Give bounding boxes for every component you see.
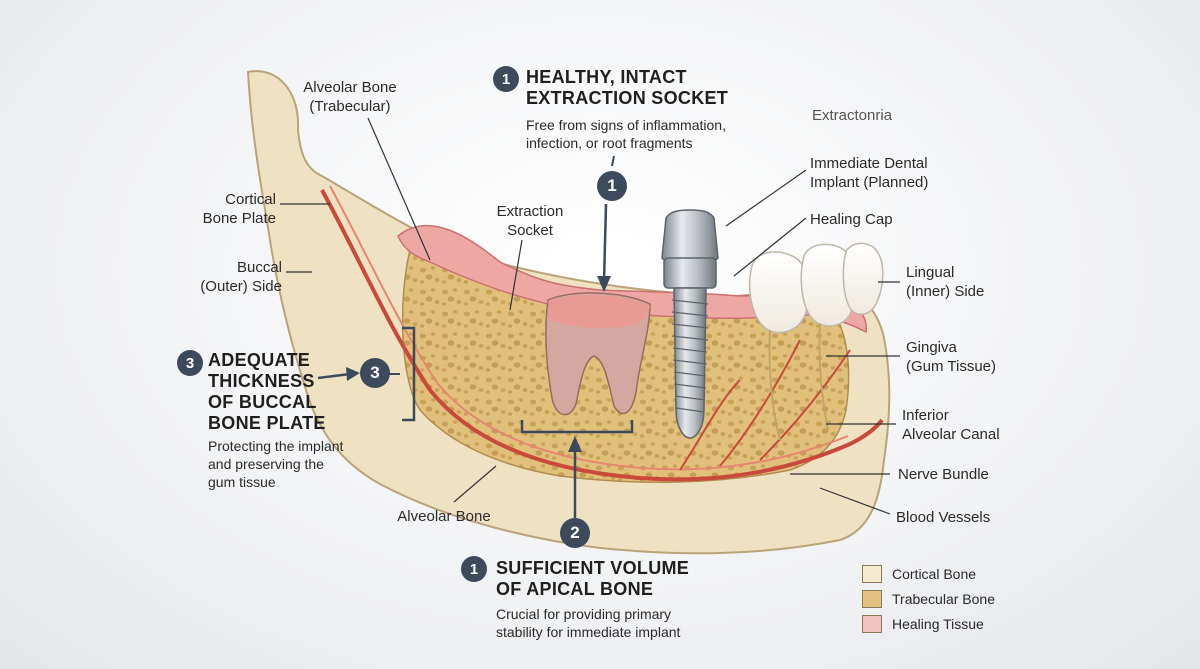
buccal-bracket	[402, 326, 416, 422]
leader-healing-cap	[733, 217, 807, 277]
label-lingual-side: Lingual (Inner) Side	[906, 263, 984, 301]
leader-alveolar	[453, 465, 497, 503]
label-line: Buccal	[236, 259, 282, 276]
leader-implant	[725, 169, 807, 227]
title-line: OF BUCCAL	[208, 392, 317, 412]
label-line: (Trabecular)	[309, 98, 391, 115]
title-line: SUFFICIENT VOLUME	[496, 558, 690, 578]
label-line: (Outer) Side	[200, 278, 282, 295]
label-line: (Gum Tissue)	[906, 358, 997, 375]
buccal-arrow	[317, 367, 400, 381]
label-extraction-socket: Extraction Socket	[480, 202, 580, 240]
title-line: BONE PLATE	[208, 413, 326, 433]
label-nerve-bundle: Nerve Bundle	[898, 466, 989, 483]
desc-line: Protecting the implant	[208, 438, 344, 454]
label-healing-cap: Healing Cap	[810, 211, 893, 228]
apical-marker: 2	[560, 518, 590, 548]
label-line: Lingual	[906, 264, 955, 281]
callout-apical-desc: Crucial for providing primary stability …	[496, 605, 680, 641]
legend-label: Healing Tissue	[892, 616, 984, 632]
label-gingiva: Gingiva (Gum Tissue)	[906, 338, 996, 376]
socket-marker: 1	[597, 171, 627, 201]
callout-buccal-desc: Protecting the implant and preserving th…	[208, 437, 343, 491]
label-line: Alveolar Bone	[303, 79, 397, 96]
nerve-branch-3	[759, 349, 851, 461]
label-cortical-bone-plate: Cortical Bone Plate	[170, 190, 276, 228]
desc-line: gum tissue	[208, 474, 276, 490]
gingiva-shape	[397, 224, 868, 334]
blood-vessel-line	[329, 185, 849, 471]
legend-swatch	[862, 590, 882, 608]
label-line: (Inner) Side	[906, 283, 985, 300]
label-line: Alveolar Canal	[902, 426, 1000, 443]
label-line: Socket	[507, 222, 553, 239]
callout-buccal-title: ADEQUATE THICKNESS OF BUCCAL BONE PLATE	[208, 350, 326, 434]
label-line: Gingiva	[906, 339, 957, 356]
legend-swatch	[862, 565, 882, 583]
desc-line: and preserving the	[208, 456, 324, 472]
title-line: OF APICAL BONE	[496, 579, 654, 599]
label-inferior-alveolar-canal: Inferior Alveolar Canal	[902, 406, 1000, 444]
socket-arrow	[597, 203, 611, 292]
brand-label: Extractonria	[812, 107, 893, 124]
healing-tissue-shape	[548, 294, 650, 328]
legend-label: Trabecular Bone	[892, 591, 995, 607]
label-immediate-implant: Immediate Dental Implant (Planned)	[810, 154, 928, 192]
title-line: THICKNESS	[208, 371, 315, 391]
label-line: Immediate Dental	[810, 155, 928, 172]
callout-socket-number: 1	[493, 66, 519, 92]
label-line: Cortical	[225, 191, 276, 208]
legend-item-trabecular: Trabecular Bone	[862, 587, 995, 611]
label-line: Inferior	[902, 407, 949, 424]
legend-item-healing: Healing Tissue	[862, 612, 995, 636]
desc-line: Crucial for providing primary	[496, 606, 672, 622]
label-blood-vessels: Blood Vessels	[896, 509, 991, 526]
buccal-marker: 3	[360, 358, 390, 388]
label-alveolar-bone-trabecular: Alveolar Bone (Trabecular)	[290, 78, 410, 116]
title-line: EXTRACTION SOCKET	[526, 88, 729, 108]
title-line: HEALTHY, INTACT	[526, 67, 687, 87]
socket-arrow-tail	[611, 155, 615, 167]
desc-line: infection, or root fragments	[526, 135, 693, 151]
callout-apical-number: 1	[461, 556, 487, 582]
natural-teeth	[749, 242, 884, 441]
nerve-branch-2	[719, 339, 801, 467]
dental-implant	[661, 209, 719, 439]
nerve-branch-1	[679, 379, 741, 471]
callout-socket-desc: Free from signs of inflammation, infecti…	[526, 116, 726, 152]
leader-socket	[509, 239, 523, 311]
label-line: Implant (Planned)	[810, 174, 929, 191]
label-line: Extraction	[496, 203, 564, 220]
label-buccal-side: Buccal (Outer) Side	[180, 258, 282, 296]
legend-swatch	[862, 615, 882, 633]
label-line: Bone Plate	[202, 210, 276, 227]
legend-item-cortical: Cortical Bone	[862, 562, 995, 586]
label-alveolar-bone: Alveolar Bone	[397, 508, 491, 525]
desc-line: Free from signs of inflammation,	[526, 117, 726, 133]
title-line: ADEQUATE	[208, 350, 311, 370]
callout-socket-title: HEALTHY, INTACT EXTRACTION SOCKET	[526, 67, 728, 109]
callout-apical-title: SUFFICIENT VOLUME OF APICAL BONE	[496, 558, 689, 600]
inferior-alveolar-canal	[320, 189, 884, 482]
callout-buccal-number: 3	[177, 350, 203, 376]
leader-alveolar-trabecular	[367, 117, 431, 261]
legend: Cortical Bone Trabecular Bone Healing Ti…	[862, 562, 995, 637]
legend-label: Cortical Bone	[892, 566, 977, 582]
apical-bracket	[520, 420, 634, 434]
apical-arrow	[568, 436, 582, 518]
desc-line: stability for immediate implant	[496, 624, 681, 640]
leader-vessels	[819, 487, 891, 515]
